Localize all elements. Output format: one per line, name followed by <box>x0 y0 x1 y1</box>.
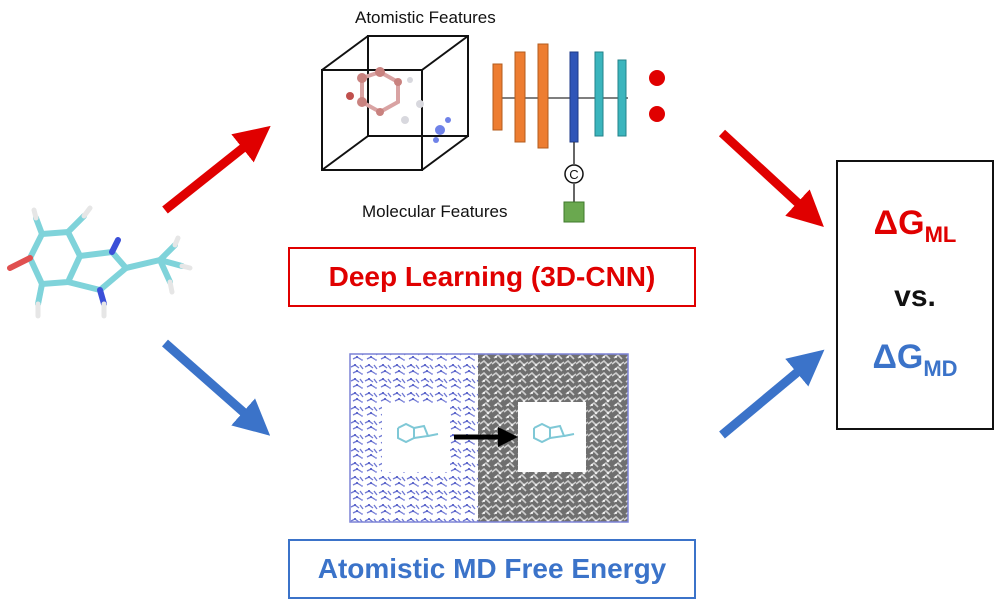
arrow-md-to-result <box>719 349 825 439</box>
cnn-layers: C <box>492 43 665 223</box>
atomistic-features-label: Atomistic Features <box>355 8 496 27</box>
cnn-layer-5 <box>594 51 604 137</box>
cnn-layer-6 <box>617 59 627 137</box>
delta-g-ml: ΔGML <box>838 204 992 247</box>
vs-label: vs. <box>894 280 936 313</box>
delta-g-md-subscript: MD <box>923 356 958 381</box>
delta-g-ml-subscript: ML <box>924 222 957 247</box>
concat-symbol: C <box>569 167 578 182</box>
deep-learning-box: Deep Learning (3D-CNN) <box>288 247 696 307</box>
cnn-layer-2 <box>514 51 526 143</box>
arrow-dl-to-result <box>718 129 824 227</box>
cnn-layer-3 <box>537 43 549 149</box>
molecular-features-label: Molecular Features <box>362 202 508 221</box>
delta-g-md-symbol: ΔG <box>872 338 924 376</box>
delta-g-ml-symbol: ΔG <box>873 204 925 242</box>
cnn-layer-1 <box>492 63 503 131</box>
md-simulation-box <box>349 353 629 523</box>
concat-node <box>564 164 584 184</box>
arrow-to-deep-learning <box>162 125 271 214</box>
voxel-cube <box>321 35 469 171</box>
result-box: ΔGML vs. ΔGMD <box>836 160 994 430</box>
cnn-layer-4 <box>569 51 579 143</box>
output-node-1 <box>649 70 665 86</box>
molecular-feature-node <box>563 201 585 223</box>
md-free-energy-box: Atomistic MD Free Energy <box>288 539 696 599</box>
delta-g-md: ΔGMD <box>838 338 992 381</box>
output-node-2 <box>649 106 665 122</box>
arrow-to-md <box>162 339 271 436</box>
input-molecule <box>7 205 193 319</box>
